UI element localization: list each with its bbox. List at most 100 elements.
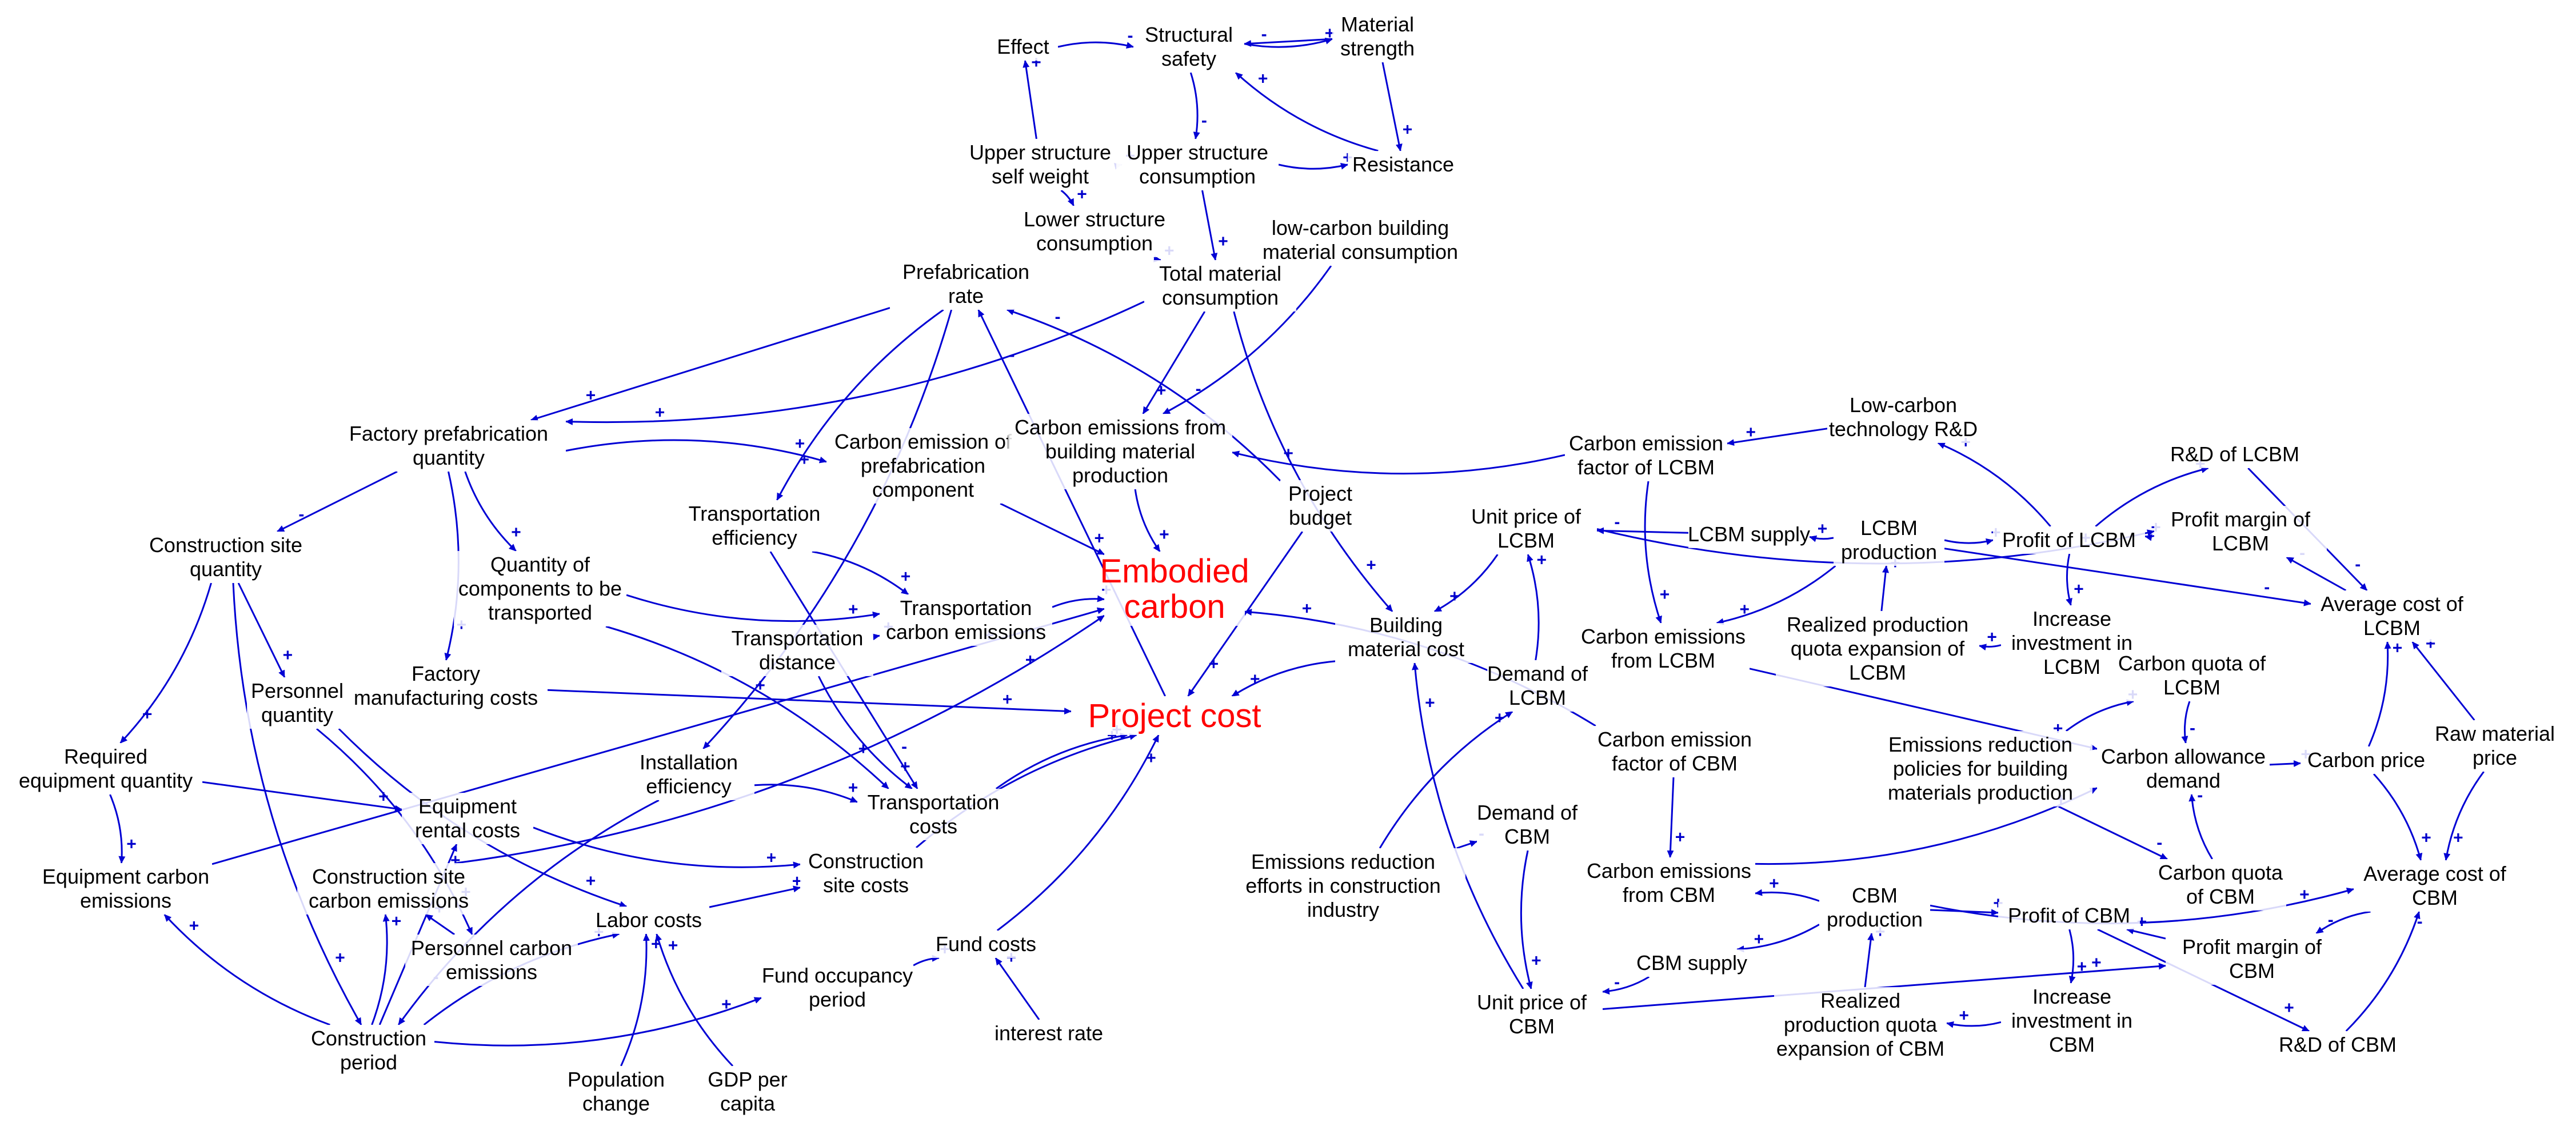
polarity-emission_policies-to-carbon_quota_cbm: - [2156, 833, 2162, 852]
node-label-line: Demand of [1477, 801, 1578, 824]
node-label-line: consumption [1139, 165, 1256, 188]
link-components_transported-to-transport_carbon [626, 594, 880, 622]
link-cef_lcbm-to-ce_from_lcbm [1644, 481, 1662, 624]
node-background [1776, 611, 1979, 686]
node-background [344, 660, 548, 712]
node-label-line: components to be [458, 577, 622, 600]
polarity-total_material-to-factory_prefab_qty: + [655, 403, 665, 422]
link-prefab_rate-to-factory_prefab_qty [530, 307, 890, 422]
link-profit_cbm-to-invest_cbm [2068, 929, 2076, 984]
node-label-line: period [809, 988, 866, 1011]
node-background [1116, 139, 1279, 190]
polarity-prefab_rate-to-installation_efficiency: + [755, 676, 765, 695]
link-labor_costs-to-construction_site_costs [709, 885, 801, 908]
link-lcbm_production-to-profit_lcbm [1944, 538, 1994, 545]
node-label-line: Emissions reduction [1251, 850, 1435, 873]
link-transport_distance-to-transport_costs [817, 676, 913, 790]
link-unit_price_cbm-to-building_material_cost [1412, 662, 1524, 989]
polarity-factory_mfg_costs-to-project_cost: + [1003, 690, 1013, 709]
polarity-personnel_qty-to-labor_costs: + [586, 872, 596, 891]
node-background [2301, 746, 2432, 774]
node-project-cost: Project cost [1071, 696, 1278, 735]
node-label-line: Installation [640, 750, 738, 774]
node-background [2001, 983, 2143, 1059]
polarity-rd_lcbm-to-avg_cost_lcbm: - [2355, 555, 2361, 574]
polarity-equipment_rental-to-construction_site_costs: + [766, 849, 777, 868]
node-label-line: efficiency [712, 526, 797, 549]
node-background [721, 625, 873, 676]
node-background [1583, 857, 1755, 909]
link-ce_building_material-to-embodied_carbon [1134, 489, 1161, 552]
node-label-line: expansion of CBM [1776, 1037, 1944, 1060]
node-background [1455, 503, 1597, 554]
node-label-line: Population [568, 1068, 665, 1091]
node-label-line: interest rate [995, 1021, 1103, 1045]
node-label-line: Carbon emissions [1587, 859, 1751, 883]
node-label-line: Realized production [1787, 613, 1968, 636]
link-lcbm_production-to-lcbm_supply [1809, 535, 1834, 542]
polarity-lcbm_production-to-lcbm_supply: + [1818, 520, 1828, 538]
polarity-material_strength-to-resistance: + [1403, 120, 1413, 139]
node-label-line: distance [759, 650, 836, 674]
node-label-line: strength [1340, 37, 1415, 60]
node-background [708, 1066, 788, 1117]
polarity-prefab_rate-to-factory_prefab_qty: + [586, 386, 596, 405]
link-avg_cost_lcbm-to-profit_margin_lcbm [2286, 556, 2347, 592]
polarity-unit_price_cbm-to-profit_margin_cbm: + [2091, 953, 2102, 972]
node-background [1335, 612, 1477, 663]
node-background [1104, 552, 1245, 626]
node-cbm-supply: CBM supply [1636, 949, 1747, 977]
link-construction_site_qty-to-construction_period [232, 582, 362, 1025]
link-upper_consumption-to-resistance [1278, 162, 1348, 170]
node-label-line: Effect [997, 35, 1049, 58]
link-invest_cbm-to-realized_quota_cbm [1946, 1021, 2002, 1028]
link-resistance-to-structural_safety [1235, 71, 1379, 152]
node-resistance: Resistance [1348, 151, 1459, 178]
link-prefab_rate-to-installation_efficiency [702, 309, 953, 750]
polarity-prefab_rate-to-transport_efficiency: + [800, 450, 810, 469]
node-background [1993, 526, 2145, 554]
node-label-line: Carbon emissions from [1015, 416, 1226, 439]
node-label-line: efforts in construction [1245, 874, 1441, 897]
node-label-line: Emissions reduction [1888, 733, 2072, 756]
link-ce_prefab_component-to-embodied_carbon [1000, 502, 1105, 556]
node-label-line: from CBM [1623, 883, 1715, 907]
node-label-line: CBM [1852, 884, 1898, 907]
node-background [588, 907, 709, 934]
link-factory_prefab_qty-to-components_transported [464, 471, 517, 552]
link-lowcarbon_rd-to-cef_lcbm [1727, 428, 1828, 446]
node-background [2097, 743, 2270, 794]
node-label-line: prefabrication [861, 454, 985, 477]
node-label-line: manufacturing costs [354, 686, 538, 709]
link-avg_cost_cbm-to-profit_margin_cbm [2315, 911, 2371, 935]
polarity-emission_efforts-to-demand_lcbm: + [1495, 709, 1505, 728]
node-label-line: price [2473, 746, 2517, 769]
node-background [1253, 214, 1467, 266]
link-population_change-to-labor_costs [620, 933, 650, 1067]
node-label-line: Upper structure [969, 141, 1111, 164]
link-personnel_carbon-to-site_carbon [425, 913, 456, 936]
link-raw_material_price-to-avg_cost_lcbm [2411, 641, 2475, 721]
node-background [1348, 151, 1459, 178]
polarity-transport_efficiency-to-transport_costs: - [901, 737, 907, 756]
link-carbon_allowance_demand-to-carbon_price [2269, 760, 2301, 767]
node-background [678, 500, 830, 552]
polarity-profit_lcbm-to-invest_lcbm: + [2074, 580, 2084, 599]
link-profit_margin_lcbm-to-profit_lcbm [2144, 534, 2155, 541]
node-effect: Effect [988, 33, 1058, 61]
polarity-rd_cbm-to-avg_cost_cbm: - [2417, 912, 2423, 931]
polarity-cef_cbm-to-embodied_carbon: + [1302, 599, 1312, 618]
node-background [2174, 441, 2295, 468]
polarity-factory_prefab_qty-to-construction_site_qty: - [298, 505, 304, 524]
node-label-line: quantity [190, 557, 262, 581]
